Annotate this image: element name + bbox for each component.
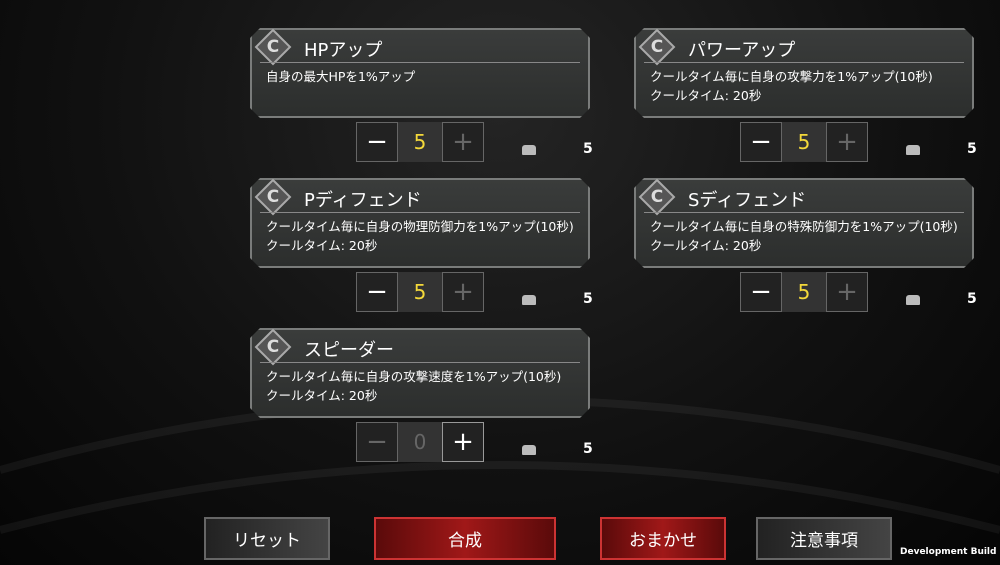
divider [644, 62, 964, 63]
dev-build-label: Development Build [900, 547, 997, 557]
divider [644, 212, 964, 213]
plus-button[interactable]: + [442, 272, 484, 312]
minus-button[interactable]: − [356, 272, 398, 312]
skill-card: C HPアップ 自身の最大HPを1%アップ [250, 28, 590, 118]
skill-description: クールタイム毎に自身の特殊防御力を1%アップ(10秒)クールタイム: 20秒 [650, 219, 958, 253]
divider [260, 212, 580, 213]
skill-title: スピーダー [304, 340, 394, 361]
chest-icon [522, 295, 536, 305]
quantity-value: 5 [398, 122, 442, 162]
quantity-value: 5 [782, 272, 826, 312]
chest-icon [522, 445, 536, 455]
skill-card: C パワーアップ クールタイム毎に自身の攻撃力を1%アップ(10秒)クールタイム… [634, 28, 974, 118]
skill-title: HPアップ [304, 40, 383, 61]
chest-icon [906, 145, 920, 155]
quantity-value: 5 [398, 272, 442, 312]
minus-button[interactable]: − [356, 422, 398, 462]
skill-description: クールタイム毎に自身の物理防御力を1%アップ(10秒)クールタイム: 20秒 [266, 219, 574, 253]
minus-button[interactable]: − [356, 122, 398, 162]
skill-c-icon: C [255, 329, 292, 366]
quantity-stepper: − 5 + [356, 122, 484, 162]
quantity-stepper: − 0 + [356, 422, 484, 462]
skill-title: パワーアップ [688, 40, 796, 61]
synthesize-button[interactable]: 合成 [374, 517, 556, 560]
plus-button[interactable]: + [442, 122, 484, 162]
plus-button[interactable]: + [826, 272, 868, 312]
skill-title: Sディフェンド [688, 190, 807, 211]
skill-card: C スピーダー クールタイム毎に自身の攻撃速度を1%アップ(10秒)クールタイム… [250, 328, 590, 418]
reset-button[interactable]: リセット [204, 517, 330, 560]
owned-count: 5 [583, 291, 593, 307]
skill-c-icon: C [639, 179, 676, 216]
owned-count: 5 [583, 141, 593, 157]
skill-title: Pディフェンド [304, 190, 422, 211]
owned-count: 5 [583, 441, 593, 457]
quantity-stepper: − 5 + [740, 272, 868, 312]
owned-count: 5 [967, 141, 977, 157]
chest-icon [906, 295, 920, 305]
plus-button[interactable]: + [826, 122, 868, 162]
skill-c-icon: C [255, 179, 292, 216]
skill-c-icon: C [639, 29, 676, 66]
plus-button[interactable]: + [442, 422, 484, 462]
chest-icon [522, 145, 536, 155]
notes-button[interactable]: 注意事項 [756, 517, 892, 560]
minus-button[interactable]: − [740, 272, 782, 312]
skill-card: C Pディフェンド クールタイム毎に自身の物理防御力を1%アップ(10秒)クール… [250, 178, 590, 268]
owned-count: 5 [967, 291, 977, 307]
skill-description: クールタイム毎に自身の攻撃力を1%アップ(10秒)クールタイム: 20秒 [650, 69, 933, 103]
minus-button[interactable]: − [740, 122, 782, 162]
skill-description: 自身の最大HPを1%アップ [266, 69, 416, 84]
skill-description: クールタイム毎に自身の攻撃速度を1%アップ(10秒)クールタイム: 20秒 [266, 369, 562, 403]
divider [260, 62, 580, 63]
quantity-stepper: − 5 + [740, 122, 868, 162]
quantity-value: 5 [782, 122, 826, 162]
quantity-value: 0 [398, 422, 442, 462]
skill-c-icon: C [255, 29, 292, 66]
auto-button[interactable]: おまかせ [600, 517, 726, 560]
skill-card: C Sディフェンド クールタイム毎に自身の特殊防御力を1%アップ(10秒)クール… [634, 178, 974, 268]
quantity-stepper: − 5 + [356, 272, 484, 312]
divider [260, 362, 580, 363]
